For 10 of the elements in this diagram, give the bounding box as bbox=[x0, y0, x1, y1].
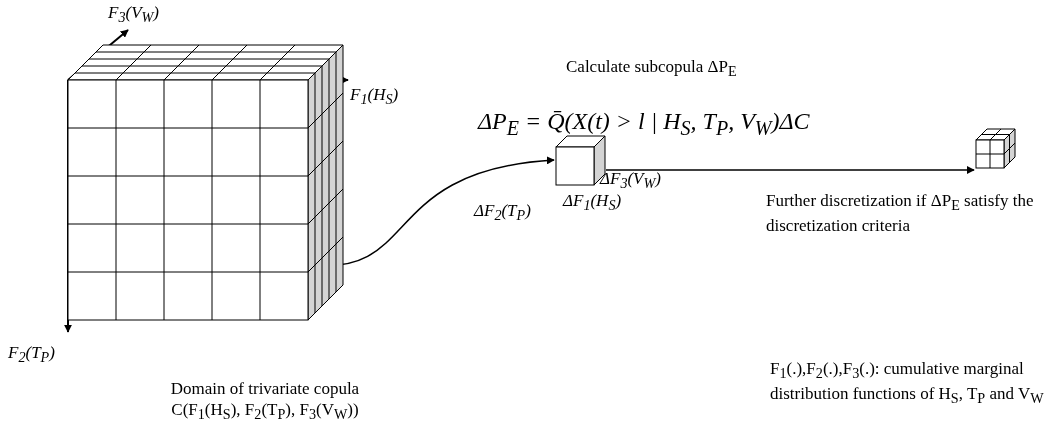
heading-text: Calculate subcopula ΔP$_{E}$ bbox=[566, 56, 738, 82]
note-text: Further discretization if ΔP$_{E}$ satisfy the discretization criteria bbox=[766, 190, 1035, 237]
arrow bbox=[605, 166, 975, 174]
equation: ΔP$_{E}$ = Q̄(X(t) > l | H$_{S}$, T$_{P}$, V$_{W}$)ΔC bbox=[478, 107, 811, 141]
axis-label: F$_{1}$(H$_{S}$) bbox=[350, 84, 400, 110]
footnote-text: F$_{1}$(.),F$_{2}$(.),F$_{3}$(.): cumulative marginal distribution functions of H$_{S}$, T$_{P}$ and V$_{W}$ bbox=[770, 358, 1045, 409]
axis-label: F$_{3}$(V$_{W}$) bbox=[108, 2, 160, 28]
axis-label: F$_{2}$(T$_{P}$) bbox=[8, 342, 56, 368]
figure-caption: Domain of trivariate copula C(F$_{1}$(H$_{S}$), F$_{2}$(T$_{P}$), F$_{3}$(V$_{W}$)) bbox=[169, 378, 361, 425]
increment-label: ΔF$_{2}$(T$_{P}$) bbox=[474, 200, 532, 226]
